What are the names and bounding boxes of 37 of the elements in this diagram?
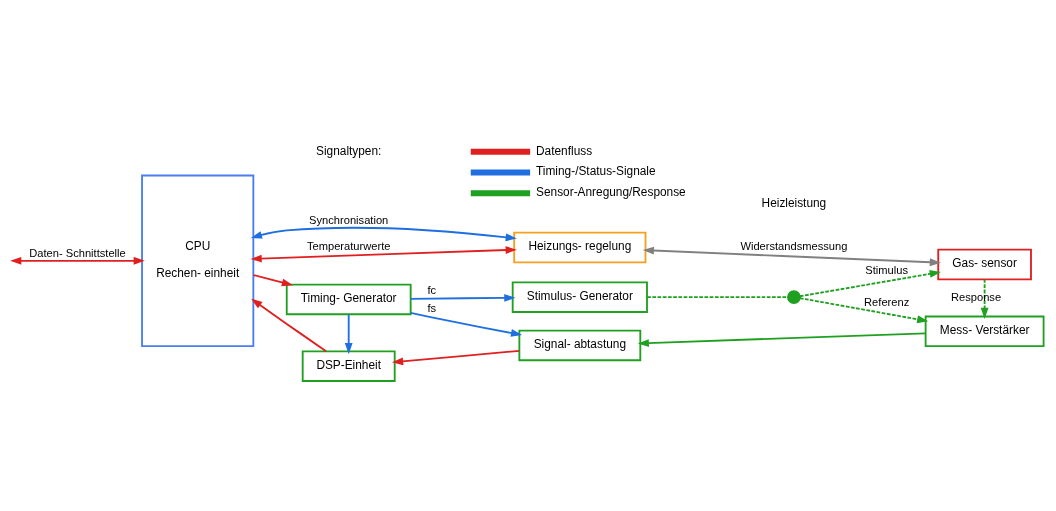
node-box: Mess- Verstärker <box>924 315 1045 347</box>
edge-label: Daten- Schnittstelle <box>29 246 126 259</box>
edge-label: Temperaturwerte <box>306 239 391 252</box>
node-box: Stimulus- Generator <box>511 280 648 313</box>
edge-label: fc <box>427 283 437 296</box>
node-box: Gas- sensor <box>937 248 1032 280</box>
edge-label: fs <box>427 301 437 314</box>
arrow <box>799 296 929 323</box>
arrow <box>409 311 523 337</box>
node-box: Heizungs- regelung <box>513 231 647 263</box>
edge-label: Referenz <box>864 295 910 308</box>
node-box: Timing- Generator <box>285 283 412 315</box>
node-box: DSP-Einheit <box>301 349 396 382</box>
arrow <box>344 313 353 354</box>
legend-label: Datenfluss <box>536 143 593 158</box>
node-box: CPU Rechen- einheit <box>141 174 255 347</box>
arrow <box>250 226 517 241</box>
arrow <box>799 269 941 297</box>
edge-label: Synchronisation <box>309 213 389 226</box>
edge-label: Widerstandsmessung <box>740 239 848 252</box>
edge-label: Response <box>951 290 1002 303</box>
connector <box>646 295 789 298</box>
legend-label: Sensor-Anregung/Response <box>536 184 686 199</box>
legend-label: Timing-/Status-Signale <box>536 163 656 178</box>
arrow <box>642 246 941 266</box>
arrow <box>980 277 989 319</box>
label: Heizleistung <box>761 195 827 210</box>
arrow <box>251 298 327 352</box>
arrow <box>392 349 521 365</box>
label: Signaltypen: <box>316 143 382 158</box>
edge-label: Stimulus <box>865 263 908 276</box>
node-circle <box>787 289 801 304</box>
arrow <box>637 331 927 347</box>
arrow <box>250 245 517 262</box>
arrow <box>409 293 516 302</box>
node-box: Signal- abtastung <box>518 329 642 361</box>
arrow <box>252 273 293 286</box>
